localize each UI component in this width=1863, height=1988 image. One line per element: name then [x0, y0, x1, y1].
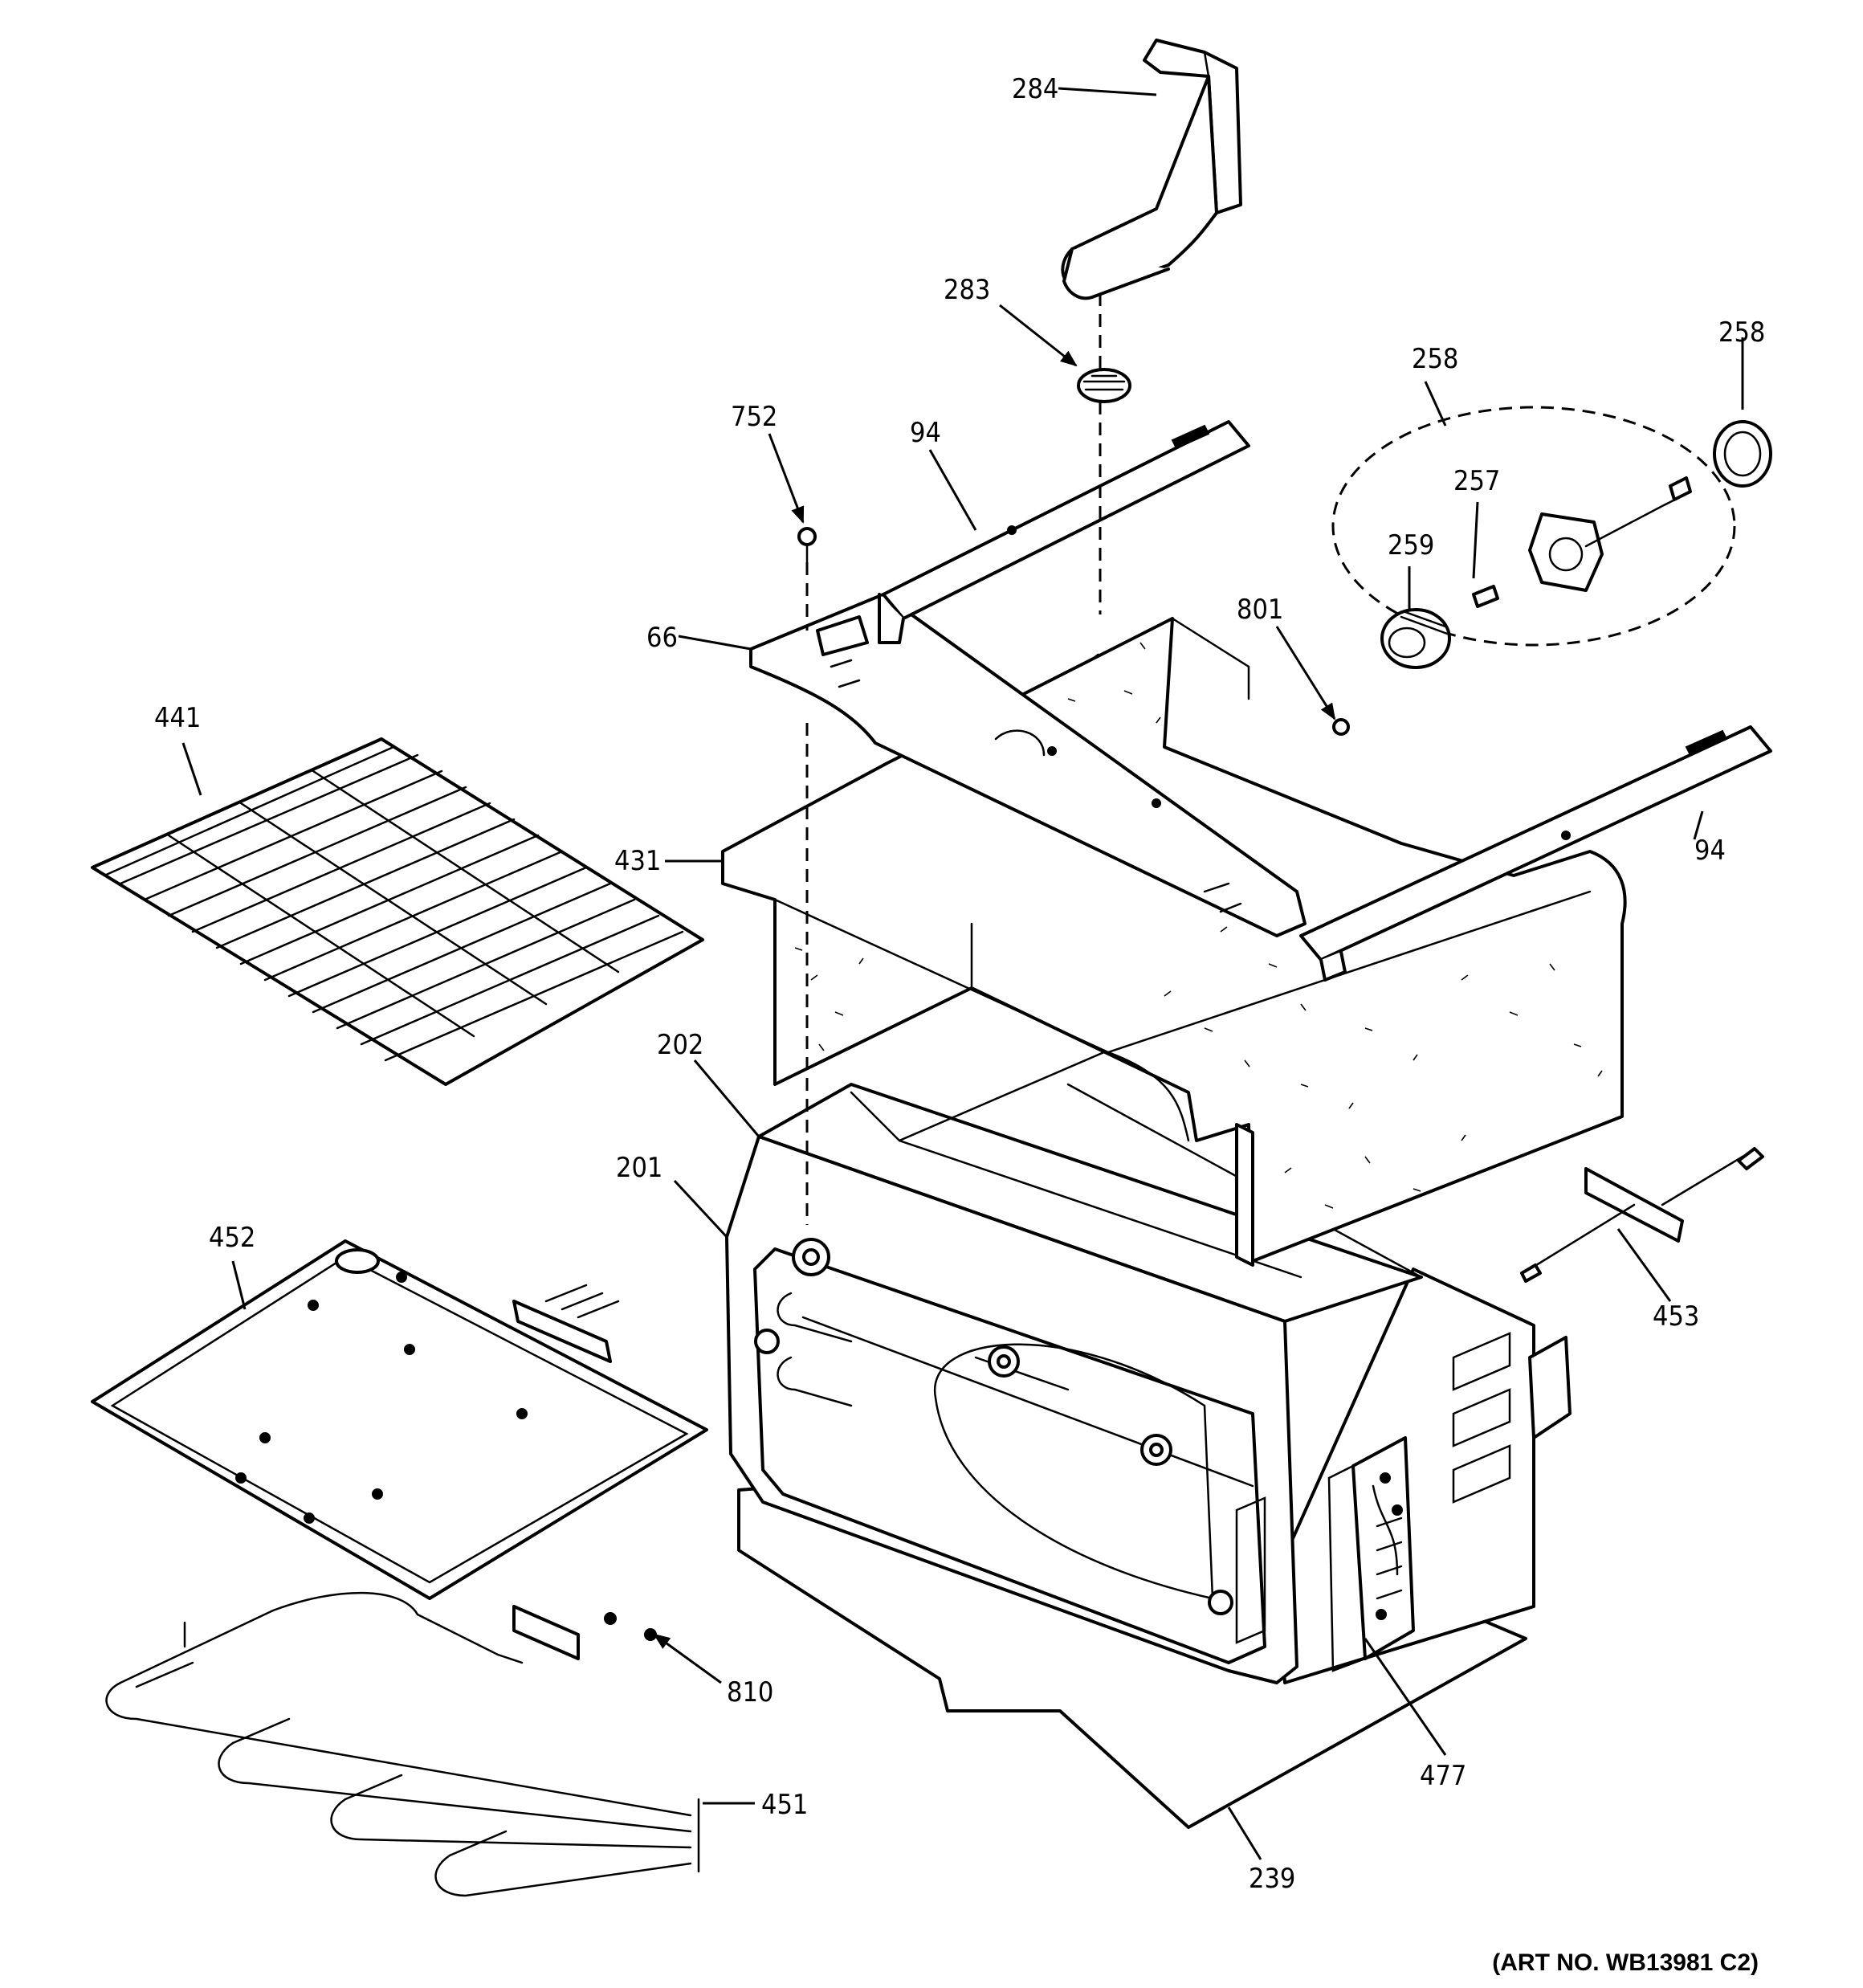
- callout-453: 453: [1653, 1300, 1699, 1333]
- front-top-channel: [749, 593, 1307, 937]
- callout-239: 239: [1249, 1863, 1295, 1895]
- leader-lines: [181, 87, 1744, 1860]
- callout-94-top: 94: [910, 417, 941, 449]
- callout-257: 257: [1453, 465, 1500, 497]
- callout-259: 259: [1388, 529, 1434, 561]
- screw-752: [797, 527, 817, 564]
- callout-201: 201: [616, 1152, 662, 1184]
- callout-801: 801: [1237, 594, 1283, 626]
- bake-element: [105, 1591, 700, 1897]
- callout-752: 752: [731, 401, 777, 433]
- filter-disc: [1077, 368, 1131, 403]
- callout-202: 202: [657, 1029, 703, 1061]
- callout-283: 283: [944, 274, 990, 306]
- side-rail-right: [1299, 725, 1772, 982]
- alignment-lines: [805, 293, 1102, 1225]
- door-lock-handle: [1061, 39, 1242, 300]
- callout-258-assembly: 258: [1412, 343, 1458, 375]
- callout-441: 441: [154, 702, 201, 734]
- callout-451: 451: [761, 1789, 808, 1821]
- art-number: (ART NO. WB13981 C2): [1492, 1949, 1759, 1976]
- callout-94-right: 94: [1694, 835, 1726, 867]
- callout-66: 66: [646, 622, 678, 654]
- bake-element-cover: [91, 1239, 708, 1600]
- side-rail-left: [878, 420, 1250, 644]
- callout-labels: 284 283 258 258 752 94 257 259 801 66 44…: [154, 73, 1765, 1895]
- callout-810: 810: [727, 1676, 773, 1708]
- callout-284: 284: [1012, 73, 1058, 105]
- light-assembly: [1331, 406, 1772, 669]
- screw-801: [1332, 718, 1350, 736]
- door-hinge: [1327, 1436, 1415, 1672]
- callout-477: 477: [1420, 1760, 1466, 1792]
- oven-rack: [91, 737, 704, 1086]
- callout-452: 452: [209, 1222, 255, 1254]
- temperature-sensor: [1520, 1147, 1764, 1283]
- callout-431: 431: [614, 845, 661, 877]
- callout-258-ring: 258: [1718, 316, 1765, 349]
